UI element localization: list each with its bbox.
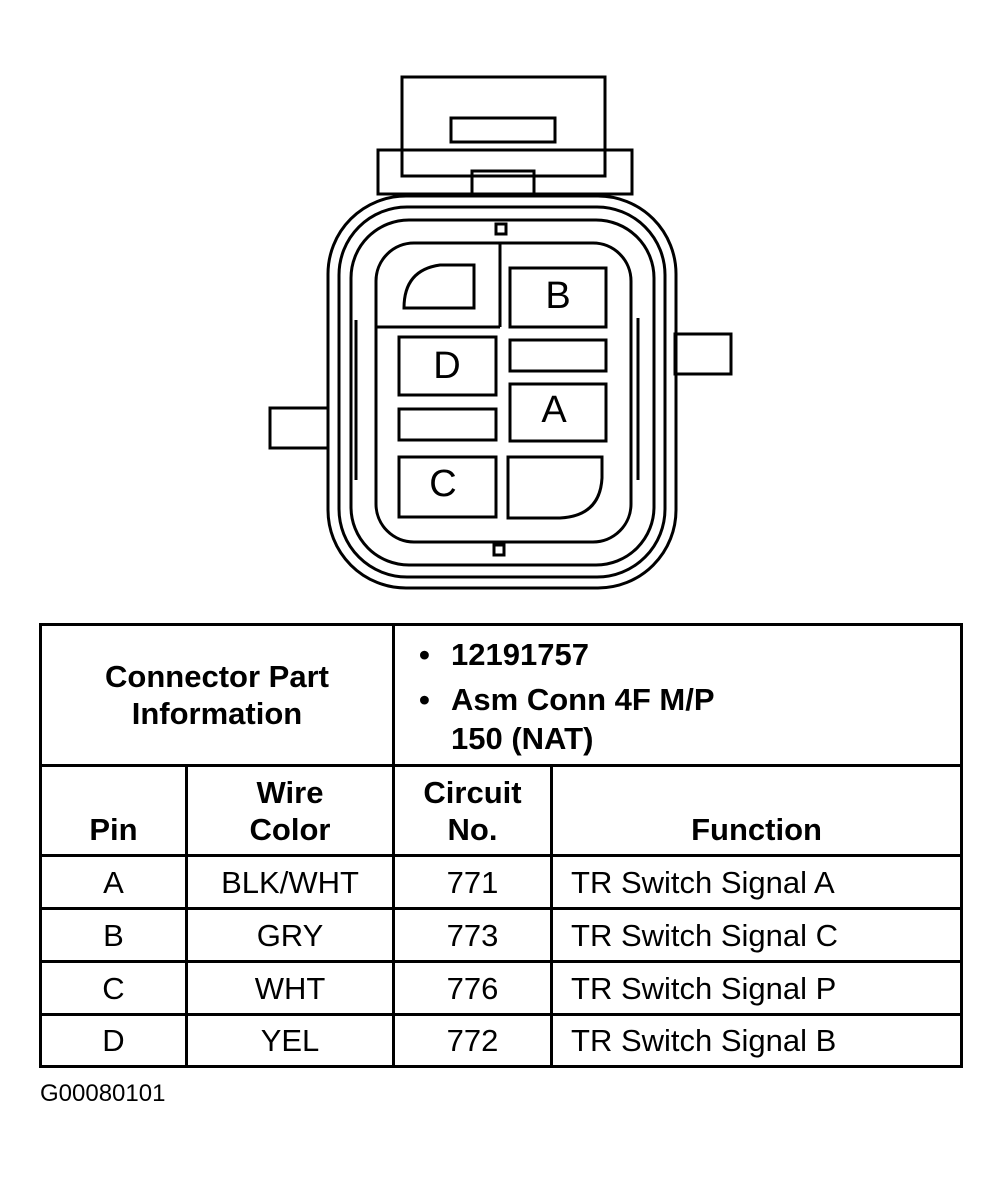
cavity-top-left-shaped — [402, 263, 476, 310]
connector-pinout-table: Connector Part Information • 12191757 • … — [38, 622, 964, 1069]
cell-wire-color: BLK/WHT — [184, 854, 396, 911]
left-ear — [268, 406, 330, 450]
part-number: 12191757 — [451, 637, 589, 672]
header-function: Function — [550, 764, 964, 858]
connector-body-outer — [326, 194, 678, 590]
connector-face-diagram: B D A C — [268, 75, 733, 590]
part-description-line2: 150 (NAT) — [451, 720, 594, 756]
cell-wire-color: GRY — [184, 907, 396, 964]
bottom-key-notch — [492, 543, 506, 557]
right-ear — [673, 332, 733, 376]
bullet-marker: • — [419, 637, 430, 672]
cell-pin: D — [39, 1013, 188, 1069]
connector-body-inner — [349, 218, 656, 567]
cavity-label-a: A — [541, 389, 567, 431]
cavity-d — [397, 335, 498, 397]
cavity-bottom-right-shaped — [506, 455, 604, 520]
cell-function: TR Switch Signal C — [550, 907, 964, 964]
part-description-item: • Asm Conn 4F M/P 150 (NAT) — [419, 681, 960, 759]
cell-pin: A — [39, 854, 188, 911]
cell-circuit: 772 — [392, 1013, 554, 1069]
cavity-b — [508, 266, 608, 329]
part-info-label-line1: Connector Part — [105, 658, 329, 694]
cell-circuit: 776 — [392, 960, 554, 1017]
connector-face — [374, 241, 633, 544]
bullet-marker: • — [419, 681, 430, 717]
table-row: B GRY 773 TR Switch Signal C — [39, 907, 964, 964]
cell-function: TR Switch Signal P — [550, 960, 964, 1017]
part-info-label-line2: Information — [131, 696, 303, 732]
cavity-label-d: D — [433, 345, 460, 387]
tab-collar — [376, 148, 634, 196]
figure-id: G00080101 — [40, 1080, 166, 1107]
header-pin: Pin — [39, 764, 188, 858]
part-info-label: Connector Part Information — [38, 622, 396, 768]
cavity-slot-upper-right — [508, 338, 608, 373]
cavity-slot-lower-left — [397, 407, 498, 442]
cell-wire-color: YEL — [184, 1013, 396, 1069]
top-key-notch — [494, 222, 508, 236]
part-number-item: • 12191757 — [419, 636, 960, 675]
cell-circuit: 773 — [392, 907, 554, 964]
part-info-row: Connector Part Information • 12191757 • … — [38, 622, 964, 768]
part-info-list: • 12191757 • Asm Conn 4F M/P 150 (NAT) — [392, 622, 964, 768]
table-header-row: Pin Wire Color Circuit No. Function — [39, 764, 964, 858]
table-row: C WHT 776 TR Switch Signal P — [39, 960, 964, 1017]
cell-pin: C — [39, 960, 188, 1017]
connector-body-middle — [337, 205, 667, 579]
cavity-label-c: C — [429, 463, 456, 505]
header-circuit-number: Circuit No. — [392, 764, 554, 858]
locking-tab-slot — [449, 116, 557, 144]
cavity-a — [508, 382, 608, 443]
cell-wire-color: WHT — [184, 960, 396, 1017]
cavity-c — [397, 455, 498, 519]
cavity-label-b: B — [545, 275, 570, 317]
cell-pin: B — [39, 907, 188, 964]
cell-function: TR Switch Signal A — [550, 854, 964, 911]
header-wire-color: Wire Color — [184, 764, 396, 858]
cell-circuit: 771 — [392, 854, 554, 911]
table-row: A BLK/WHT 771 TR Switch Signal A — [39, 854, 964, 911]
table-row: D YEL 772 TR Switch Signal B — [39, 1013, 964, 1069]
part-description-line1: Asm Conn 4F M/P — [451, 681, 715, 717]
cell-function: TR Switch Signal B — [550, 1013, 964, 1069]
locking-tab — [400, 75, 607, 178]
